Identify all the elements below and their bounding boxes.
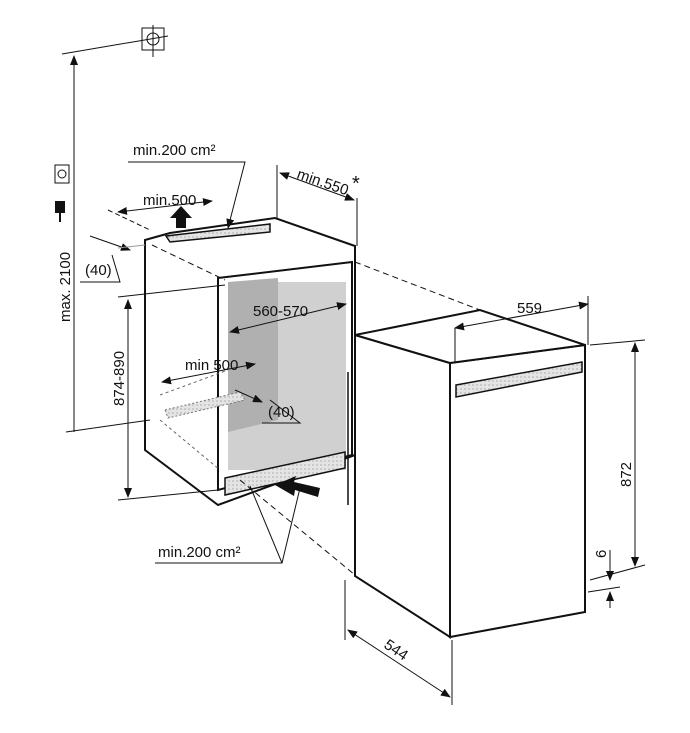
plinth-label: 6 — [593, 550, 610, 558]
bottom-vent-area-label: min.200 cm² — [158, 544, 241, 561]
appliance-height-label: 872 — [618, 462, 635, 487]
airflow-arrow-icon — [170, 206, 192, 228]
plug-icon — [55, 201, 65, 222]
appliance — [347, 308, 586, 639]
depth-min-label: min.550 — [295, 166, 351, 199]
socket-icon — [54, 164, 70, 184]
appliance-width-label: 559 — [517, 300, 542, 317]
top-offset-label: (40) — [85, 262, 112, 279]
top-vent-area-label: min.200 cm² — [133, 142, 216, 159]
niche-height-label: 874-890 — [111, 351, 128, 406]
depth-asterisk: * — [352, 173, 360, 195]
level-marker-icon — [61, 25, 169, 57]
airflow-arrow-icon — [275, 476, 320, 497]
bottom-offset-label: (40) — [268, 404, 295, 421]
appliance-depth-label: 544 — [381, 636, 411, 664]
bottom-vent-width-label: min 500 — [185, 357, 238, 374]
niche-width-label: 560-570 — [253, 303, 308, 320]
max-height-label: max. 2100 — [57, 252, 74, 322]
